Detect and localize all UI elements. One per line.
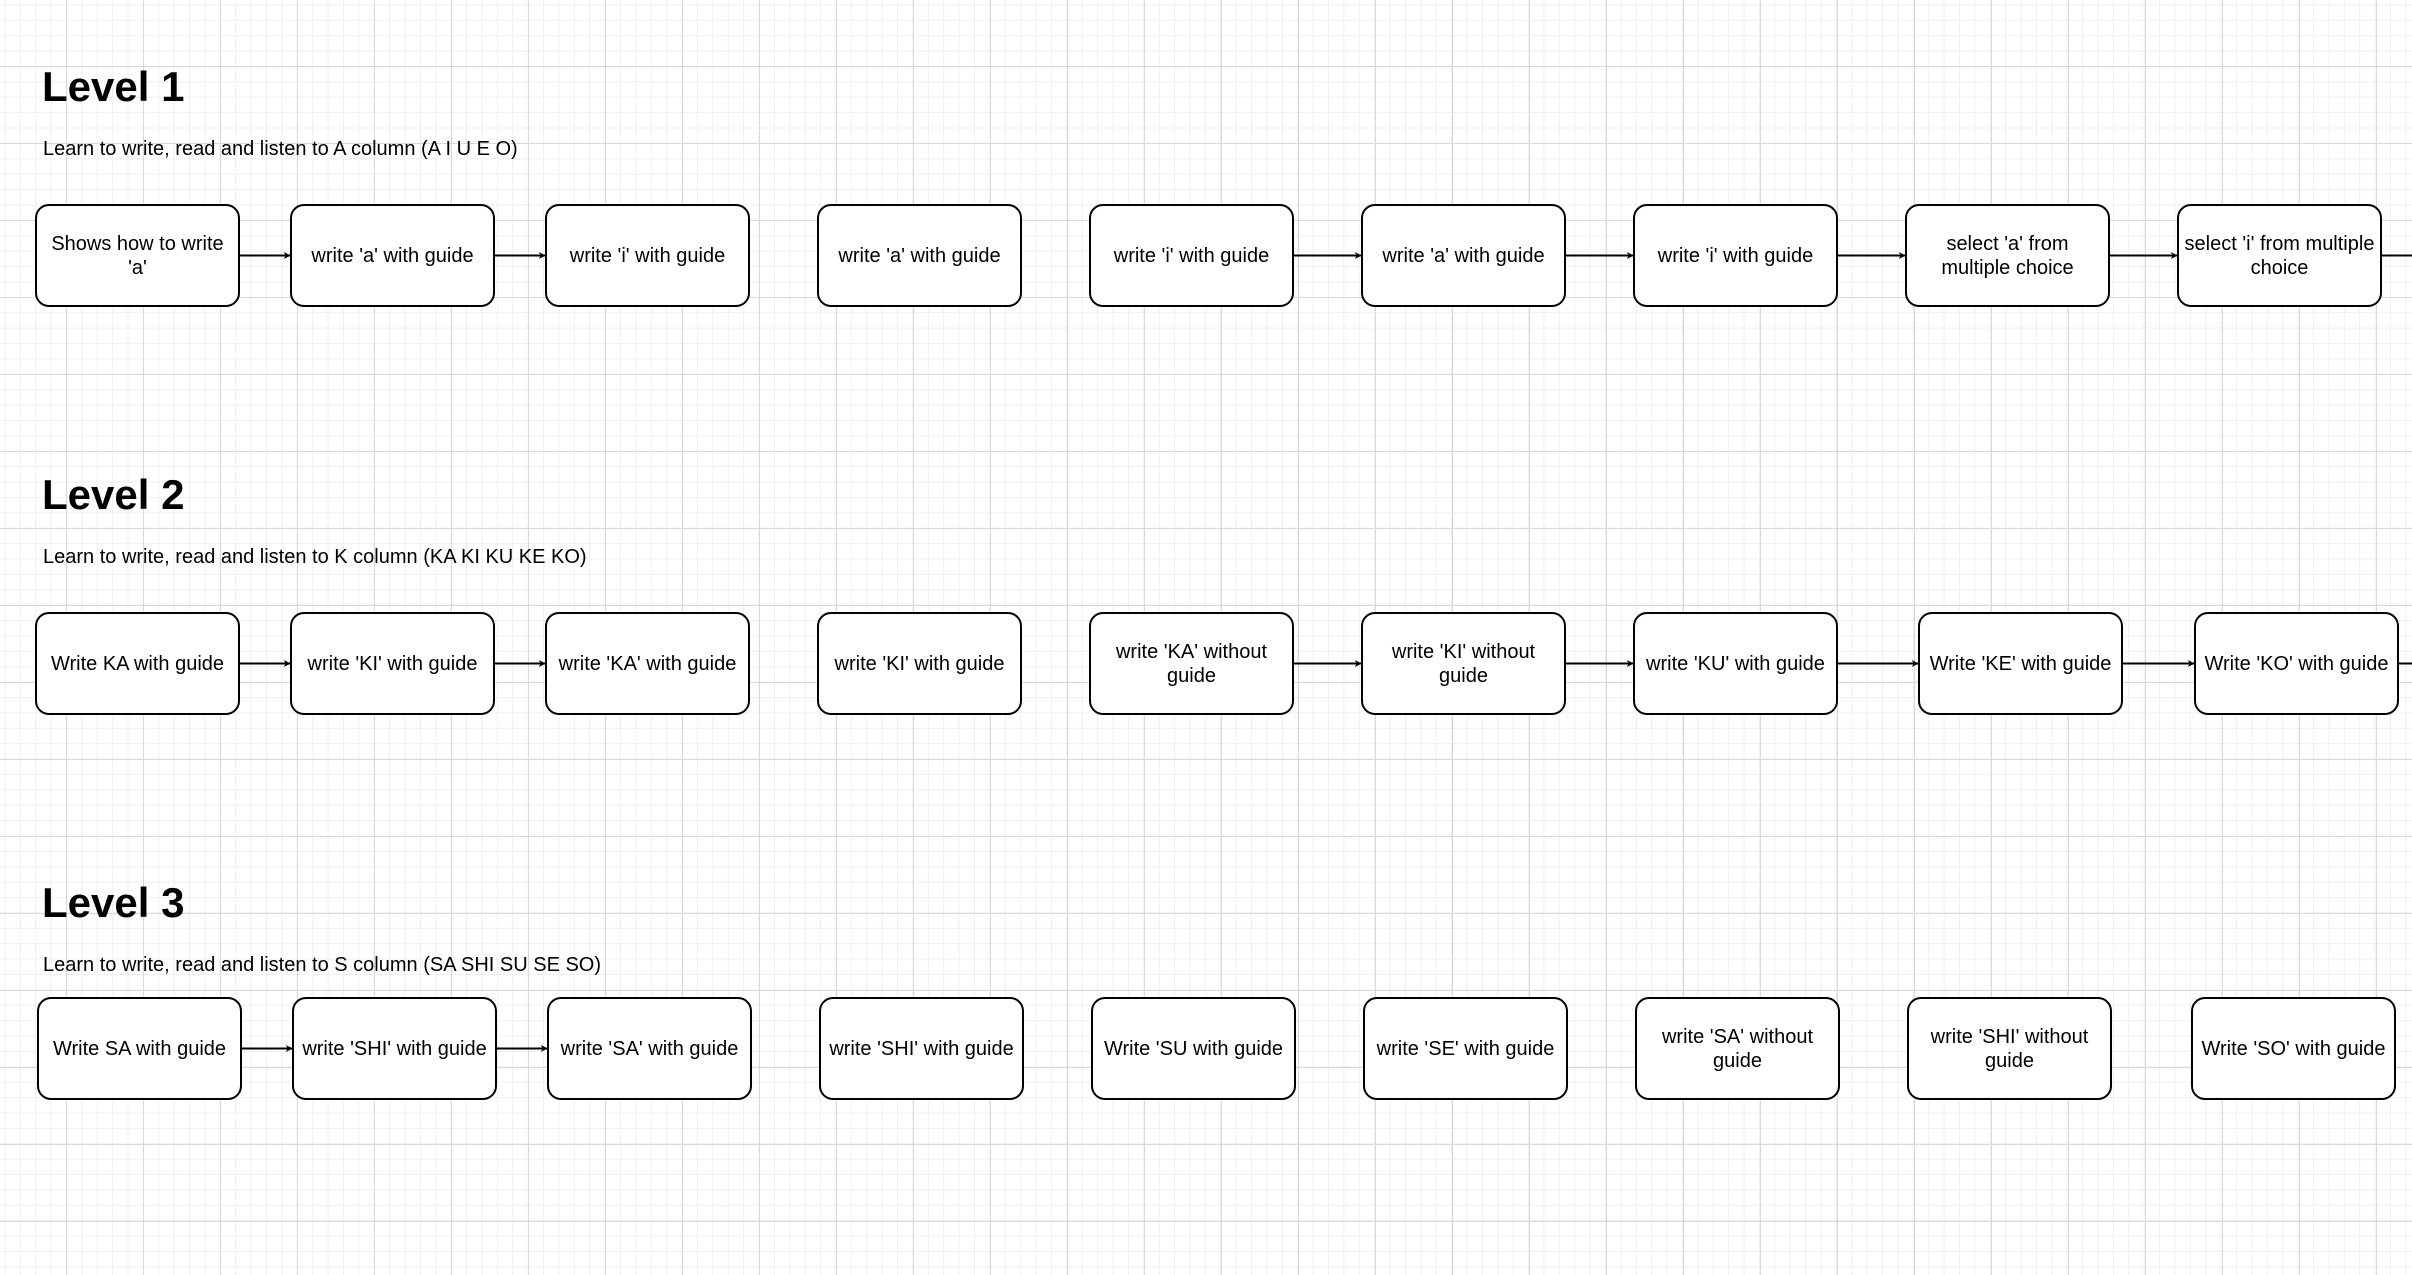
step-label: Write 'KE' with guide: [1929, 652, 2112, 675]
level-2-step-7[interactable]: write 'KU' with guide: [1633, 612, 1838, 715]
level-2-step-2[interactable]: write 'KI' with guide: [290, 612, 495, 715]
step-label: write 'KI' without guide: [1391, 640, 1536, 687]
level-1-step-4[interactable]: write 'a' with guide: [817, 204, 1022, 307]
level-3-step-9[interactable]: Write 'SO' with guide: [2191, 997, 2396, 1100]
step-label: write 'SE' with guide: [1376, 1037, 1555, 1060]
level-2-step-3[interactable]: write 'KA' with guide: [545, 612, 750, 715]
step-label: write 'SHI' with guide: [829, 1037, 1014, 1060]
level-1-step-8[interactable]: select 'a' from multiple choice: [1905, 204, 2110, 307]
step-label: write 'i' with guide: [569, 244, 726, 267]
step-label: write 'KA' with guide: [558, 652, 737, 675]
level-3-step-6[interactable]: write 'SE' with guide: [1363, 997, 1568, 1100]
level-1-step-7[interactable]: write 'i' with guide: [1633, 204, 1838, 307]
step-label: write 'i' with guide: [1113, 244, 1270, 267]
level-1-subtitle: Learn to write, read and listen to A col…: [43, 138, 518, 160]
level-1-step-1[interactable]: Shows how to write 'a': [35, 204, 240, 307]
step-label: Shows how to write 'a': [51, 232, 224, 279]
step-label: write 'i' with guide: [1657, 244, 1814, 267]
step-label: write 'SHI' without guide: [1930, 1025, 2089, 1072]
step-label: select 'i' from multiple choice: [2184, 232, 2375, 279]
step-label: write 'a' with guide: [311, 244, 474, 267]
level-1-step-3[interactable]: write 'i' with guide: [545, 204, 750, 307]
step-label: write 'KA' without guide: [1115, 640, 1268, 687]
step-label: Write 'SO' with guide: [2201, 1037, 2386, 1060]
step-label: write 'KI' with guide: [307, 652, 478, 675]
level-2-step-6[interactable]: write 'KI' without guide: [1361, 612, 1566, 715]
level-3-step-8[interactable]: write 'SHI' without guide: [1907, 997, 2112, 1100]
level-3-step-1[interactable]: Write SA with guide: [37, 997, 242, 1100]
level-3-step-4[interactable]: write 'SHI' with guide: [819, 997, 1024, 1100]
level-1-step-6[interactable]: write 'a' with guide: [1361, 204, 1566, 307]
level-2-step-4[interactable]: write 'KI' with guide: [817, 612, 1022, 715]
step-label: Write 'SU with guide: [1103, 1037, 1284, 1060]
level-2-step-5[interactable]: write 'KA' without guide: [1089, 612, 1294, 715]
level-2-subtitle: Learn to write, read and listen to K col…: [43, 546, 587, 568]
level-1-title: Level 1: [42, 63, 185, 110]
step-label: Write KA with guide: [50, 652, 225, 675]
step-label: write 'KU' with guide: [1646, 652, 1825, 675]
level-3-title: Level 3: [42, 879, 185, 926]
level-2-step-1[interactable]: Write KA with guide: [35, 612, 240, 715]
level-3-subtitle: Learn to write, read and listen to S col…: [43, 954, 602, 976]
step-label: select 'a' from multiple choice: [1941, 232, 2074, 279]
step-label: write 'SHI' with guide: [302, 1037, 487, 1060]
step-label: write 'SA' without guide: [1661, 1025, 1814, 1072]
step-label: write 'KI' with guide: [834, 652, 1005, 675]
step-label: Write SA with guide: [52, 1037, 227, 1060]
step-label: Write 'KO' with guide: [2204, 652, 2389, 675]
step-label: write 'a' with guide: [838, 244, 1001, 267]
level-3-step-5[interactable]: Write 'SU with guide: [1091, 997, 1296, 1100]
level-2-step-9[interactable]: Write 'KO' with guide: [2194, 612, 2399, 715]
level-1-step-5[interactable]: write 'i' with guide: [1089, 204, 1294, 307]
step-label: write 'a' with guide: [1382, 244, 1545, 267]
level-3-step-7[interactable]: write 'SA' without guide: [1635, 997, 1840, 1100]
step-label: write 'SA' with guide: [560, 1037, 739, 1060]
level-1-step-9[interactable]: select 'i' from multiple choice: [2177, 204, 2382, 307]
level-2-step-8[interactable]: Write 'KE' with guide: [1918, 612, 2123, 715]
level-3-step-3[interactable]: write 'SA' with guide: [547, 997, 752, 1100]
level-3-step-2[interactable]: write 'SHI' with guide: [292, 997, 497, 1100]
level-1-step-2[interactable]: write 'a' with guide: [290, 204, 495, 307]
level-2-title: Level 2: [42, 471, 185, 518]
